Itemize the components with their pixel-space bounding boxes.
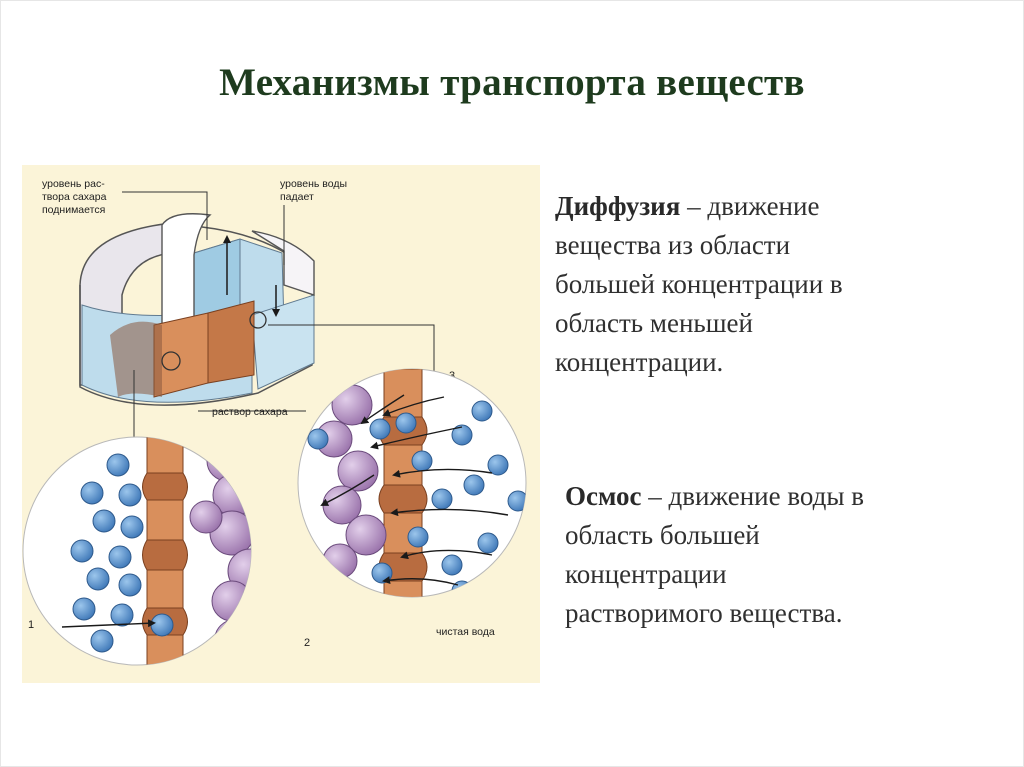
osmosis-line-4: растворимого вещества. xyxy=(565,598,843,628)
label-sugar-level-2: твора сахара xyxy=(42,191,107,203)
label-sugar-level: уровень рас- xyxy=(42,178,105,190)
label-water-level-2: падает xyxy=(280,191,314,203)
diffusion-line-2: вещества из области xyxy=(555,230,791,260)
label-water-level: уровень воды xyxy=(280,178,347,190)
marker-1: 1 xyxy=(28,619,34,631)
apparatus xyxy=(79,191,435,445)
diffusion-line-4: область меньшей xyxy=(555,308,753,338)
water-molecules-left xyxy=(70,453,174,653)
diffusion-line-3: большей концентрации в xyxy=(555,269,843,299)
osmosis-definition: Осмос – движение воды в область большей … xyxy=(565,477,965,633)
osmosis-line-2: область большей xyxy=(565,520,760,550)
osmosis-diagram: уровень рас- твора сахара поднимается ур… xyxy=(22,165,540,683)
marker-2: 2 xyxy=(304,637,310,649)
diffusion-line-1: – движение xyxy=(687,191,820,221)
diffusion-line-5: концентрации. xyxy=(555,347,724,377)
label-sugar-solution: раствор сахара xyxy=(212,406,288,418)
osmosis-diagram-svg: уровень рас- твора сахара поднимается ур… xyxy=(22,165,540,683)
diffusion-term: Диффузия xyxy=(555,191,681,221)
osmosis-term: Осмос xyxy=(565,481,642,511)
osmosis-line-3: концентрации xyxy=(565,559,727,589)
magnified-view-left xyxy=(22,436,252,666)
label-pure-water: чистая вода xyxy=(436,626,495,638)
osmosis-line-1: – движение воды в xyxy=(648,481,865,511)
sugar-molecules-right xyxy=(315,384,387,579)
slide-title: Механизмы транспорта веществ xyxy=(219,61,805,104)
diffusion-definition: Диффузия – движение вещества из области … xyxy=(555,187,955,382)
label-sugar-level-3: поднимается xyxy=(42,204,105,216)
magnified-view-right xyxy=(297,368,527,598)
